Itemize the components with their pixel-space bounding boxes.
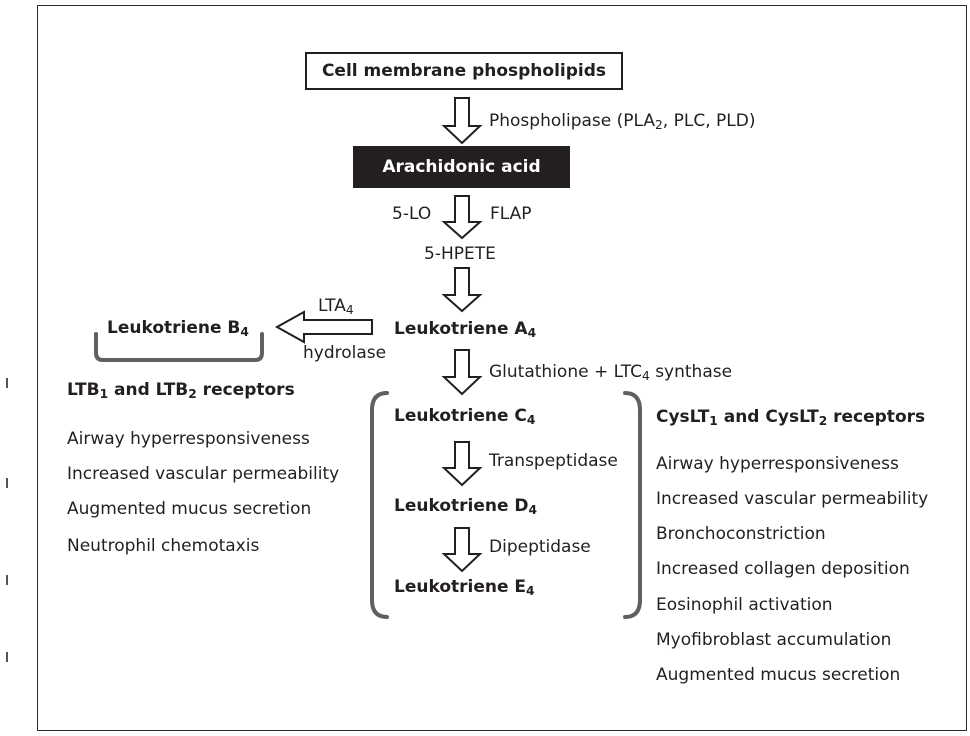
- transpeptidase-label: Transpeptidase: [489, 451, 618, 471]
- cyslt-effect-item: Increased collagen deposition: [656, 559, 910, 579]
- hpete-label: 5-HPETE: [424, 244, 496, 264]
- lta4-label: LTA4: [318, 296, 354, 318]
- arrow-down-3: [441, 267, 483, 313]
- arrow-down-6: [441, 527, 483, 573]
- leukotriene-a4: Leukotriene A4: [394, 319, 537, 341]
- cyslt-receptors-heading: CysLT1 and CysLT2 receptors: [656, 407, 926, 429]
- arrow-down-4: [441, 349, 483, 396]
- margin-mark: [6, 478, 8, 488]
- cyslt-effect-item: Bronchoconstriction: [656, 524, 826, 544]
- leukotriene-e4: Leukotriene E4: [394, 577, 535, 599]
- arrow-down-5: [441, 441, 483, 487]
- ltb-effect-item: Neutrophil chemotaxis: [67, 536, 260, 556]
- cyslt-effect-item: Increased vascular permeability: [656, 489, 929, 509]
- leukotriene-d4: Leukotriene D4: [394, 496, 538, 518]
- glutathione-label: Glutathione + LTC4 synthase: [489, 362, 733, 384]
- cyslt-effect-item: Airway hyperresponsiveness: [656, 454, 899, 474]
- five-lo-label: 5-LO: [392, 204, 432, 224]
- arrow-down-2: [441, 195, 483, 240]
- ltb-effect-item: Augmented mucus secretion: [67, 499, 312, 519]
- cyslt-effect-item: Myofibroblast accumulation: [656, 630, 892, 650]
- diagram-frame: [37, 5, 967, 731]
- ltb-effect-item: Increased vascular permeability: [67, 464, 340, 484]
- margin-mark: [6, 575, 8, 585]
- bracket-cyslt-right: [623, 391, 642, 619]
- leukotriene-c4: Leukotriene C4: [394, 406, 536, 428]
- cyslt-effect-item: Augmented mucus secretion: [656, 665, 901, 685]
- leukotriene-b4: Leukotriene B4: [107, 318, 249, 340]
- flap-label: FLAP: [490, 204, 532, 224]
- bracket-cyslt-left: [370, 391, 389, 619]
- ltb-effect-item: Airway hyperresponsiveness: [67, 429, 310, 449]
- phospholipase-label: Phospholipase (PLA2, PLC, PLD): [489, 111, 756, 133]
- arrow-left-hydrolase: [274, 310, 373, 344]
- arrow-down-1: [441, 97, 483, 145]
- margin-mark: [6, 652, 8, 662]
- margin-mark: [6, 378, 8, 388]
- cyslt-effect-item: Eosinophil activation: [656, 595, 833, 615]
- cell-membrane-box: Cell membrane phospholipids: [305, 52, 623, 90]
- bracket-ltb: [94, 332, 264, 362]
- ltb-receptors-heading: LTB1 and LTB2 receptors: [67, 380, 295, 402]
- hydrolase-label: hydrolase: [303, 343, 387, 363]
- dipeptidase-label: Dipeptidase: [489, 537, 591, 557]
- arachidonic-acid-box: Arachidonic acid: [353, 146, 570, 188]
